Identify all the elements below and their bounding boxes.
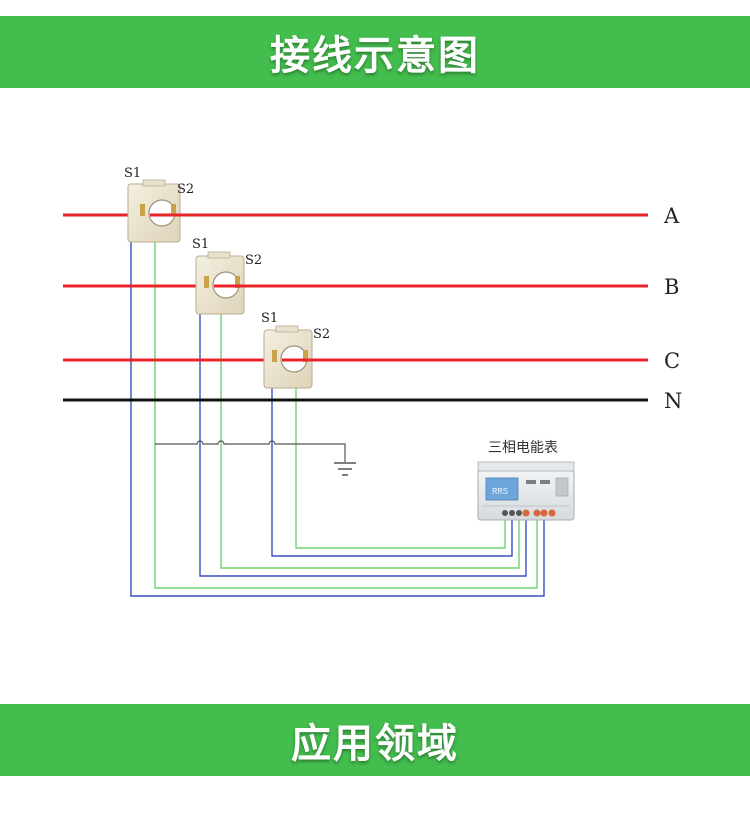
current-transformer-c: S1 S2 — [261, 311, 330, 389]
meter-lcd — [485, 477, 519, 501]
line-label-a: A — [663, 204, 680, 228]
current-transformer-a: S1 S2 — [124, 166, 194, 243]
ct-b-wiring — [199, 300, 527, 577]
wire-c-s1 — [271, 382, 513, 557]
ct-a-s1-label: S1 — [124, 166, 141, 181]
wiring-diagram: A B C N S1 S2 S1 S2 S1 S2 三相电能表 — [63, 166, 682, 597]
ct-b-s1-label: S1 — [192, 237, 209, 252]
current-transformer-b: S1 S2 — [192, 237, 262, 315]
line-label-c: C — [664, 349, 680, 373]
ct-c-s1-label: S1 — [261, 311, 278, 326]
meter-label: 三相电能表 — [488, 440, 558, 456]
line-label-b: B — [664, 275, 679, 299]
wire-a-s1 — [130, 230, 545, 597]
ct-a-s2-label: S2 — [177, 182, 194, 197]
line-label-n: N — [664, 389, 682, 413]
header-title: 接线示意图 — [270, 33, 480, 79]
header-banner: 接线示意图 — [0, 16, 750, 88]
ground-bus — [155, 440, 356, 476]
three-phase-meter: 三相电能表 RRS — [477, 440, 575, 521]
footer-title: 应用领域 — [291, 721, 459, 767]
ground-icon — [334, 462, 356, 476]
wire-b-s1 — [199, 300, 527, 577]
footer-banner: 应用领域 — [0, 704, 750, 776]
ct-b-s2-label: S2 — [245, 253, 262, 268]
wire-c-s2 — [295, 382, 506, 549]
ct-c-s2-label: S2 — [313, 327, 330, 342]
meter-lcd-text: RRS — [492, 487, 508, 497]
ct-a-wiring — [130, 230, 545, 597]
wire-a-s2 — [154, 230, 538, 589]
wire-b-s2 — [220, 300, 520, 569]
ct-c-wiring — [271, 382, 513, 557]
